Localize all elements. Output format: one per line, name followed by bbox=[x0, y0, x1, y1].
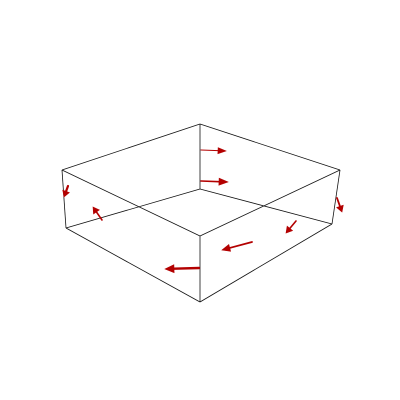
vector-arrow bbox=[221, 241, 253, 252]
box-edge bbox=[61, 169, 67, 229]
box-edge bbox=[199, 123, 341, 171]
arrow-shaft bbox=[200, 149, 219, 152]
arrow-head bbox=[164, 264, 175, 274]
vector-arrow bbox=[92, 206, 103, 221]
arrow-shaft bbox=[172, 266, 201, 270]
vector-arrow bbox=[200, 177, 229, 186]
arrow-shaft bbox=[64, 184, 70, 193]
arrow-shaft bbox=[289, 220, 297, 230]
box-edges bbox=[61, 123, 341, 303]
box-edge bbox=[199, 169, 341, 237]
box-edge bbox=[61, 123, 201, 171]
arrow-head bbox=[221, 244, 232, 252]
arrow-shaft bbox=[95, 211, 103, 221]
vector-arrow bbox=[336, 197, 344, 213]
box-edge bbox=[61, 169, 201, 237]
arrow-head bbox=[217, 147, 227, 155]
vector-arrow bbox=[62, 184, 70, 198]
arrow-head bbox=[218, 177, 229, 186]
vector-arrow bbox=[285, 220, 297, 234]
arrow-head bbox=[92, 206, 100, 215]
arrow-shaft bbox=[336, 197, 341, 208]
box-edge bbox=[199, 188, 333, 225]
arrow-shaft bbox=[228, 241, 253, 249]
arrow-head bbox=[336, 204, 344, 213]
box-edge bbox=[65, 188, 201, 229]
box-edge bbox=[331, 169, 341, 225]
box-edge bbox=[199, 223, 333, 303]
arrow-head bbox=[285, 225, 294, 234]
arrow-shaft bbox=[200, 180, 220, 183]
vector-arrows bbox=[62, 147, 344, 274]
vector-arrow bbox=[164, 264, 201, 274]
vector-arrow bbox=[200, 147, 227, 155]
arrow-head bbox=[62, 189, 70, 198]
box-edge bbox=[65, 227, 201, 303]
